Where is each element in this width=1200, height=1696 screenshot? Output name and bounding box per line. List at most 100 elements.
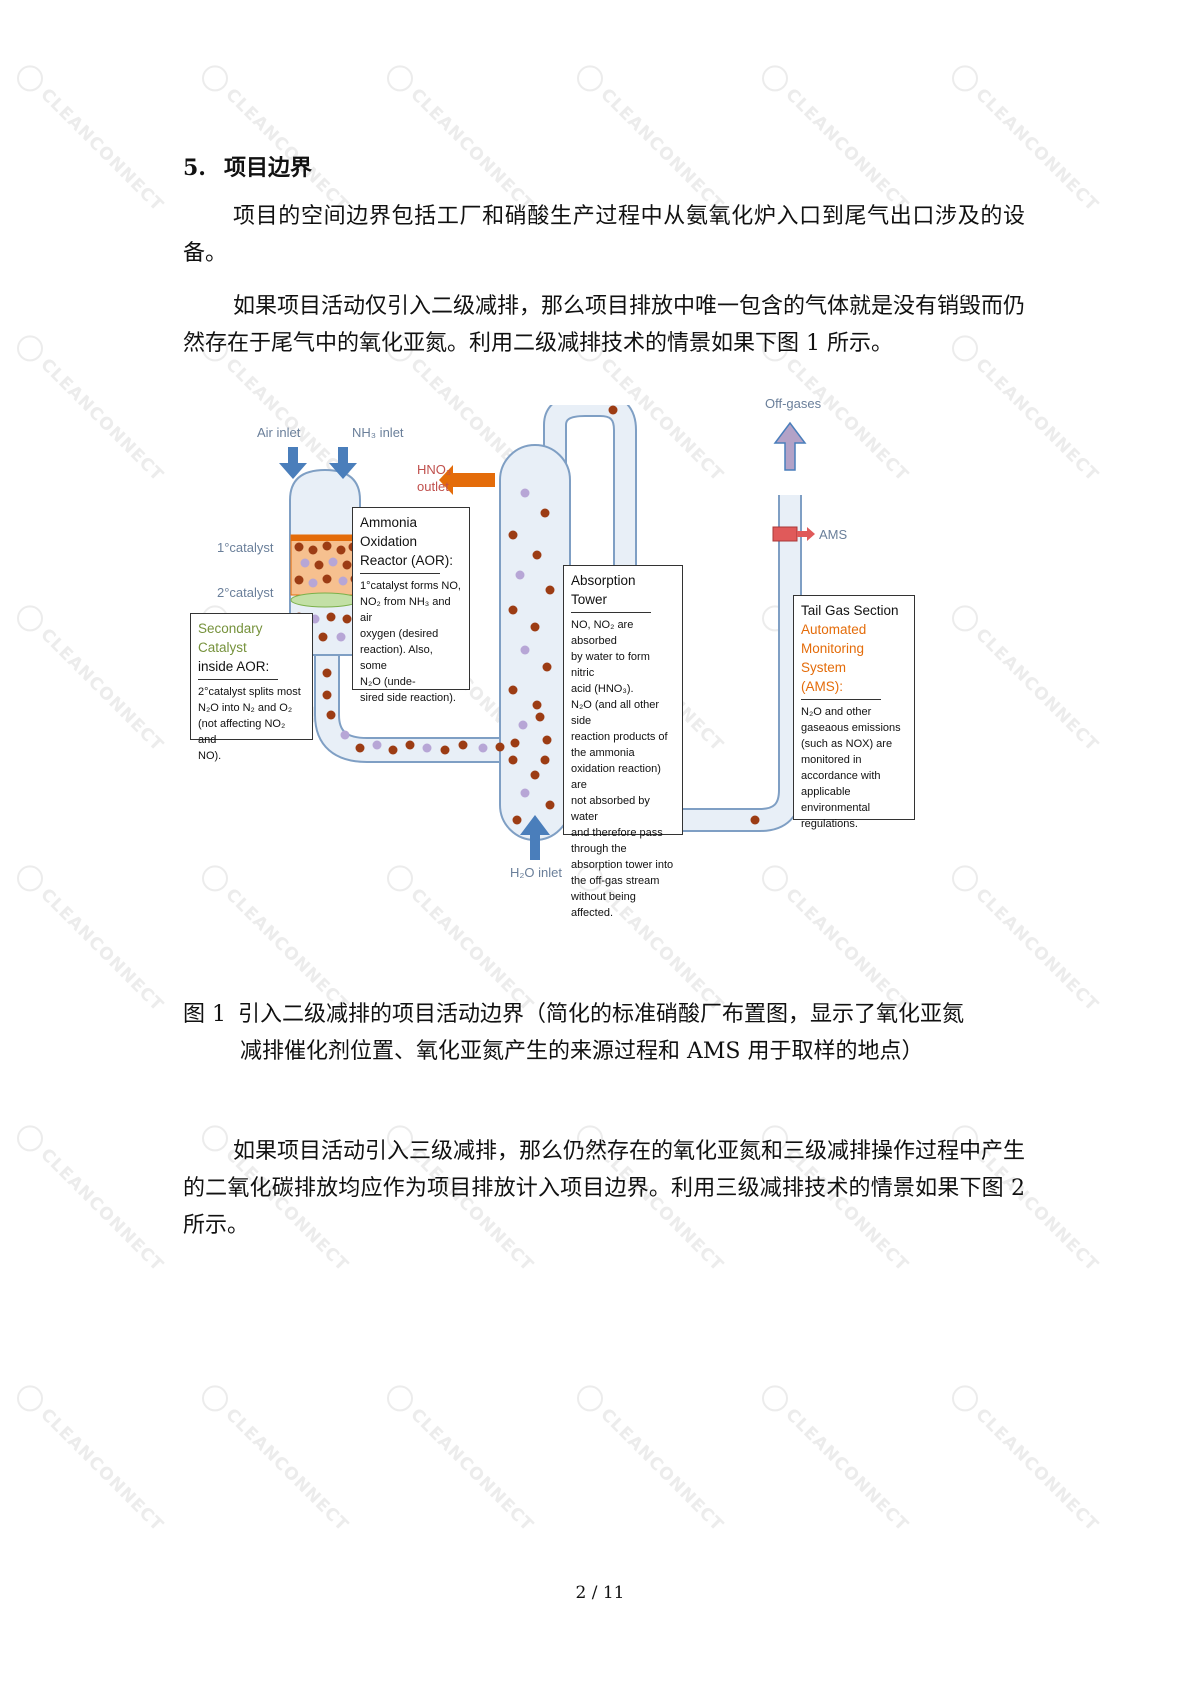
watermark: CLEANCONNECT bbox=[756, 1380, 915, 1538]
gas-particle bbox=[535, 712, 545, 722]
paragraph-1: 项目的空间边界包括工厂和硝酸生产过程中从氨氧化炉入口到尾气出口涉及的设备。 bbox=[183, 204, 1025, 266]
absorption-body-line: not absorbed by water bbox=[571, 795, 650, 823]
secondary-body-line: NO). bbox=[198, 750, 222, 762]
secondary-title-colored: Secondary Catalyst bbox=[198, 621, 263, 655]
secondary-body-line: 2°catalyst splits most bbox=[198, 686, 301, 698]
tailgas-body-line: applicable bbox=[801, 786, 851, 798]
gas-particle bbox=[532, 550, 542, 560]
gas-particle bbox=[520, 788, 530, 798]
caption-line2: 减排催化剂位置、氧化亚氮产生的来源过程和 AMS 用于取样的地点） bbox=[240, 1039, 924, 1064]
absorption-body-line: through the bbox=[571, 843, 627, 855]
h2o-inlet-arrow bbox=[520, 815, 550, 860]
ams-label: AMS bbox=[819, 527, 848, 542]
tail-gas-box: Tail Gas Section Automated Monitoring Sy… bbox=[793, 595, 915, 830]
tailgas-colored-line3: (AMS): bbox=[801, 679, 843, 694]
process-diagram: Air inlet NH₃ inlet HNO₃ outlet Off-gase… bbox=[190, 396, 1010, 965]
watermark: CLEANCONNECT bbox=[571, 1380, 730, 1538]
off-gases-arrow bbox=[773, 421, 807, 471]
absorption-body-line: by water to form nitric bbox=[571, 651, 650, 679]
gas-particle bbox=[405, 740, 415, 750]
absorption-body-line: and therefore pass bbox=[571, 827, 663, 839]
section-heading: 5.项目边界 bbox=[183, 150, 312, 182]
gas-particle bbox=[545, 585, 555, 595]
gas-particle bbox=[508, 530, 518, 540]
paragraph-2: 如果项目活动仅引入二级减排，那么项目排放中唯一包含的气体就是没有销毁而仍然存在于… bbox=[183, 294, 1026, 356]
absorption-body-line: affected. bbox=[571, 907, 613, 919]
absorption-title: Absorption Tower bbox=[571, 573, 636, 607]
aor-title-line2: Oxidation bbox=[360, 534, 418, 549]
gas-particle bbox=[422, 743, 432, 753]
off-gases-label: Off-gases bbox=[765, 396, 822, 411]
gas-particle bbox=[326, 612, 336, 622]
gas-particle bbox=[750, 815, 760, 825]
secondary-body-line: N₂O into N₂ and O₂ bbox=[198, 702, 293, 714]
hno3-outlet-arrow bbox=[439, 465, 495, 495]
watermark: CLEANCONNECT bbox=[946, 60, 1105, 218]
figure-label: 图 1 bbox=[183, 1002, 226, 1027]
gas-particle bbox=[355, 743, 365, 753]
gas-particle bbox=[458, 740, 468, 750]
aor-body-line: reaction). Also, some bbox=[360, 644, 433, 672]
absorption-body: NO, NO₂ are absorbed by water to form nit… bbox=[571, 617, 675, 921]
hno3-outlet-label-line2: outlet bbox=[417, 479, 449, 494]
watermark: CLEANCONNECT bbox=[946, 1380, 1105, 1538]
gas-particle bbox=[308, 545, 318, 555]
gas-particle bbox=[326, 710, 336, 720]
gas-particle bbox=[508, 685, 518, 695]
watermark: CLEANCONNECT bbox=[11, 330, 170, 488]
tailgas-body-line: gaseaous emissions bbox=[801, 722, 901, 734]
secondary-catalyst-bed bbox=[290, 592, 360, 608]
gas-particle bbox=[608, 405, 618, 415]
gas-particle bbox=[340, 730, 350, 740]
page-number: 2 / 11 bbox=[575, 1583, 625, 1603]
tailgas-body-line: N₂O and other bbox=[801, 706, 872, 718]
absorption-tower bbox=[499, 444, 571, 841]
hno3-outlet-label-line1: HNO₃ bbox=[417, 462, 452, 477]
section-number: 5. bbox=[183, 155, 206, 181]
gas-particle bbox=[540, 508, 550, 518]
tailgas-body-line: monitored in bbox=[801, 754, 862, 766]
watermark: CLEANCONNECT bbox=[196, 60, 355, 218]
absorption-body-line: NO, NO₂ are absorbed bbox=[571, 619, 634, 647]
gas-particle bbox=[508, 755, 518, 765]
aor-body-line: N₂O (unde- bbox=[360, 676, 416, 688]
gas-particle bbox=[322, 668, 332, 678]
gas-particle bbox=[520, 645, 530, 655]
gas-particles bbox=[294, 405, 760, 825]
secondary-body-line: (not affecting NO₂ and bbox=[198, 718, 286, 746]
watermark: CLEANCONNECT bbox=[381, 60, 540, 218]
aor-title-line1: Ammonia bbox=[360, 515, 418, 530]
h2o-inlet-label: H₂O inlet bbox=[510, 865, 563, 880]
gas-particle bbox=[336, 545, 346, 555]
gas-particle bbox=[372, 740, 382, 750]
gas-particle bbox=[542, 662, 552, 672]
gas-particle bbox=[532, 700, 542, 710]
gas-particle bbox=[300, 558, 310, 568]
gas-particle bbox=[322, 690, 332, 700]
gas-particle bbox=[530, 622, 540, 632]
gas-particle bbox=[440, 745, 450, 755]
gas-particle bbox=[336, 632, 346, 642]
primary-catalyst-label: 1°catalyst bbox=[217, 540, 274, 555]
gas-particle bbox=[308, 578, 318, 588]
absorption-body-line: reaction products of bbox=[571, 731, 668, 743]
aor-body-line: 1°catalyst forms NO, bbox=[360, 580, 461, 592]
gas-particle bbox=[322, 574, 332, 584]
ams-sampler bbox=[772, 526, 798, 542]
aor-body-line: sired side reaction). bbox=[360, 692, 456, 704]
tailgas-colored-line1: Automated bbox=[801, 622, 867, 637]
gas-particle bbox=[318, 632, 328, 642]
tailgas-body-line: environmental bbox=[801, 802, 871, 814]
gas-particle bbox=[322, 541, 332, 551]
paragraph-3: 如果项目活动引入三级减排，那么仍然存在的氧化亚氮和三级减排操作过程中产生的二氧化… bbox=[183, 1139, 1026, 1238]
aor-body: 1°catalyst forms NO,NO₂ from NH₃ and air… bbox=[360, 578, 462, 706]
absorption-body-line: acid (HNO₃). bbox=[571, 683, 634, 695]
secondary-catalyst-box: Secondary Catalyst inside AOR: 2°catalys… bbox=[190, 613, 313, 762]
diagram-graphics bbox=[279, 405, 815, 860]
absorption-body-line: without being bbox=[571, 891, 636, 903]
tailgas-body-line: (such as NOX) are bbox=[801, 738, 893, 750]
watermark: CLEANCONNECT bbox=[11, 1380, 170, 1538]
